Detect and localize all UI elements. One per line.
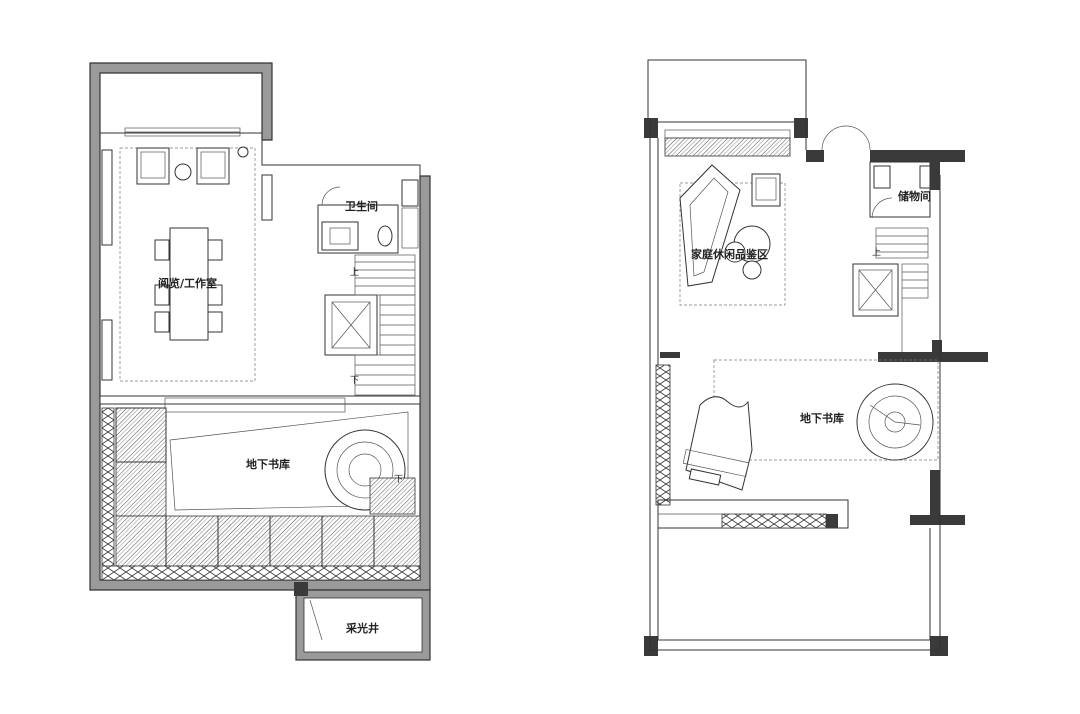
library-shelf-bottom xyxy=(115,515,421,567)
chair xyxy=(207,311,223,333)
right-top-balcony xyxy=(647,59,807,123)
armchair xyxy=(196,147,230,185)
right-library-shelf-left xyxy=(655,364,671,506)
sofa xyxy=(679,164,741,287)
label-bathroom: 卫生间 xyxy=(345,199,378,213)
dining-table xyxy=(169,227,209,341)
left-stairs xyxy=(354,254,416,396)
library-shelf-band xyxy=(101,565,421,581)
label-down: 下 xyxy=(350,376,359,386)
side-table xyxy=(174,163,192,181)
right-top-shelf xyxy=(664,137,791,157)
label-lightwell: 采光井 xyxy=(345,621,379,635)
chair xyxy=(207,284,223,306)
chair xyxy=(154,239,170,261)
chair xyxy=(207,239,223,261)
chair xyxy=(154,311,170,333)
toilet xyxy=(377,225,393,247)
library-shelf-left xyxy=(101,407,115,569)
piano-keys xyxy=(682,449,750,477)
label-up-right: 上 xyxy=(872,247,881,258)
armchair xyxy=(136,147,170,185)
left-inner-boundary xyxy=(100,132,421,580)
label-down-2: 下 xyxy=(394,475,403,485)
storage-room xyxy=(869,161,931,218)
left-top-balcony xyxy=(99,72,263,134)
left-floor-plan: 阅览/工作室 卫生间 xyxy=(89,62,431,661)
right-outer-wall xyxy=(649,122,941,651)
right-floor-plan: 家庭休闲品鉴区 储物间 上 地下书库 xyxy=(644,59,988,656)
label-right-library: 地下书库 xyxy=(800,411,844,425)
label-family-lounge: 家庭休闲品鉴区 xyxy=(691,247,768,261)
chair xyxy=(154,284,170,306)
armchair-right xyxy=(751,173,781,207)
label-up: 上 xyxy=(350,267,359,278)
label-reading-room: 阅览/工作室 xyxy=(158,276,217,290)
label-storage: 储物间 xyxy=(898,189,931,203)
piano xyxy=(685,396,753,491)
bathroom-block xyxy=(317,204,399,254)
label-library: 地下书库 xyxy=(246,457,290,471)
reading-room-rug xyxy=(119,147,256,382)
sink xyxy=(321,221,359,251)
right-stairs xyxy=(875,227,929,259)
